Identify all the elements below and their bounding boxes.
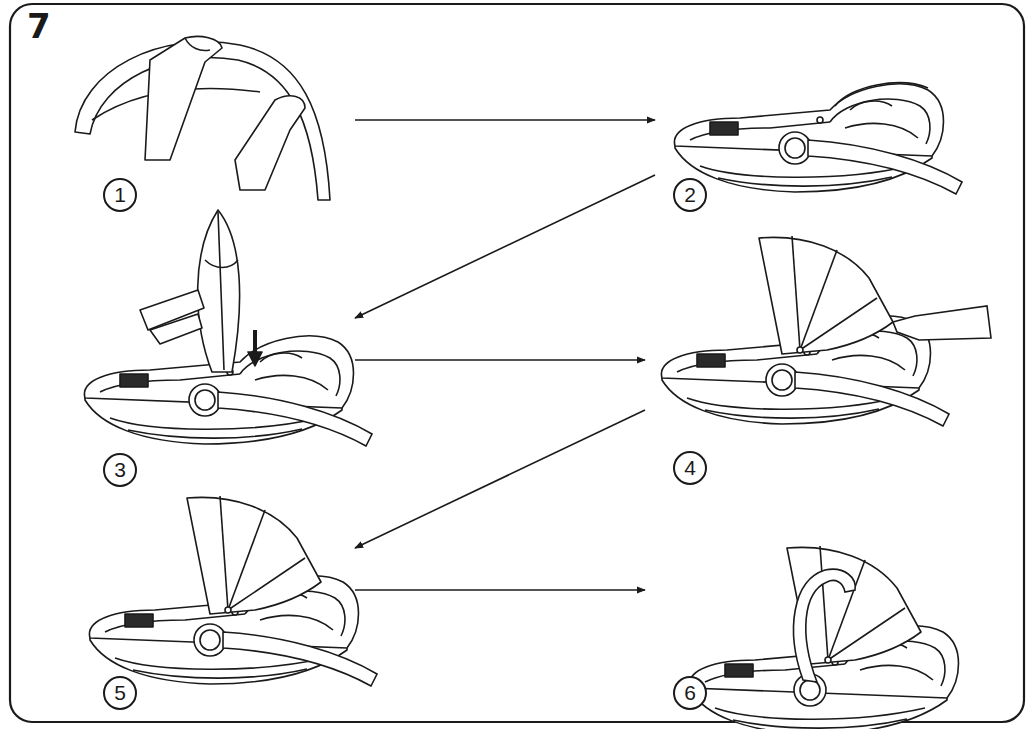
step-arrow: [355, 589, 645, 591]
step-number: 2: [673, 178, 707, 212]
step-panel: 4: [645, 235, 990, 490]
step-number: 1: [103, 178, 137, 212]
step-6-seat: [689, 546, 958, 729]
step-number: 6: [673, 676, 707, 710]
step-panel: 3: [65, 212, 355, 490]
step-arrow: [355, 359, 645, 361]
step-panel: 1: [65, 30, 355, 212]
step-panel: 6: [645, 460, 960, 715]
step-panel: 2: [655, 30, 960, 212]
step-arrow: [355, 410, 645, 548]
step-arrow: [355, 175, 655, 318]
step-number: 3: [103, 453, 137, 487]
step-arrow: [355, 119, 655, 121]
step-5-seat: [89, 496, 377, 686]
figure-frame: [10, 4, 1024, 722]
step-number: 5: [103, 676, 137, 710]
canopy-frame-hands: [75, 36, 330, 200]
step-4-seat: [661, 236, 991, 426]
figure-number: 7: [27, 6, 51, 46]
step-panel: 5: [65, 492, 355, 715]
step-2-seat: [674, 83, 962, 194]
step-3-seat: [84, 210, 372, 446]
step-number: 4: [673, 451, 707, 485]
